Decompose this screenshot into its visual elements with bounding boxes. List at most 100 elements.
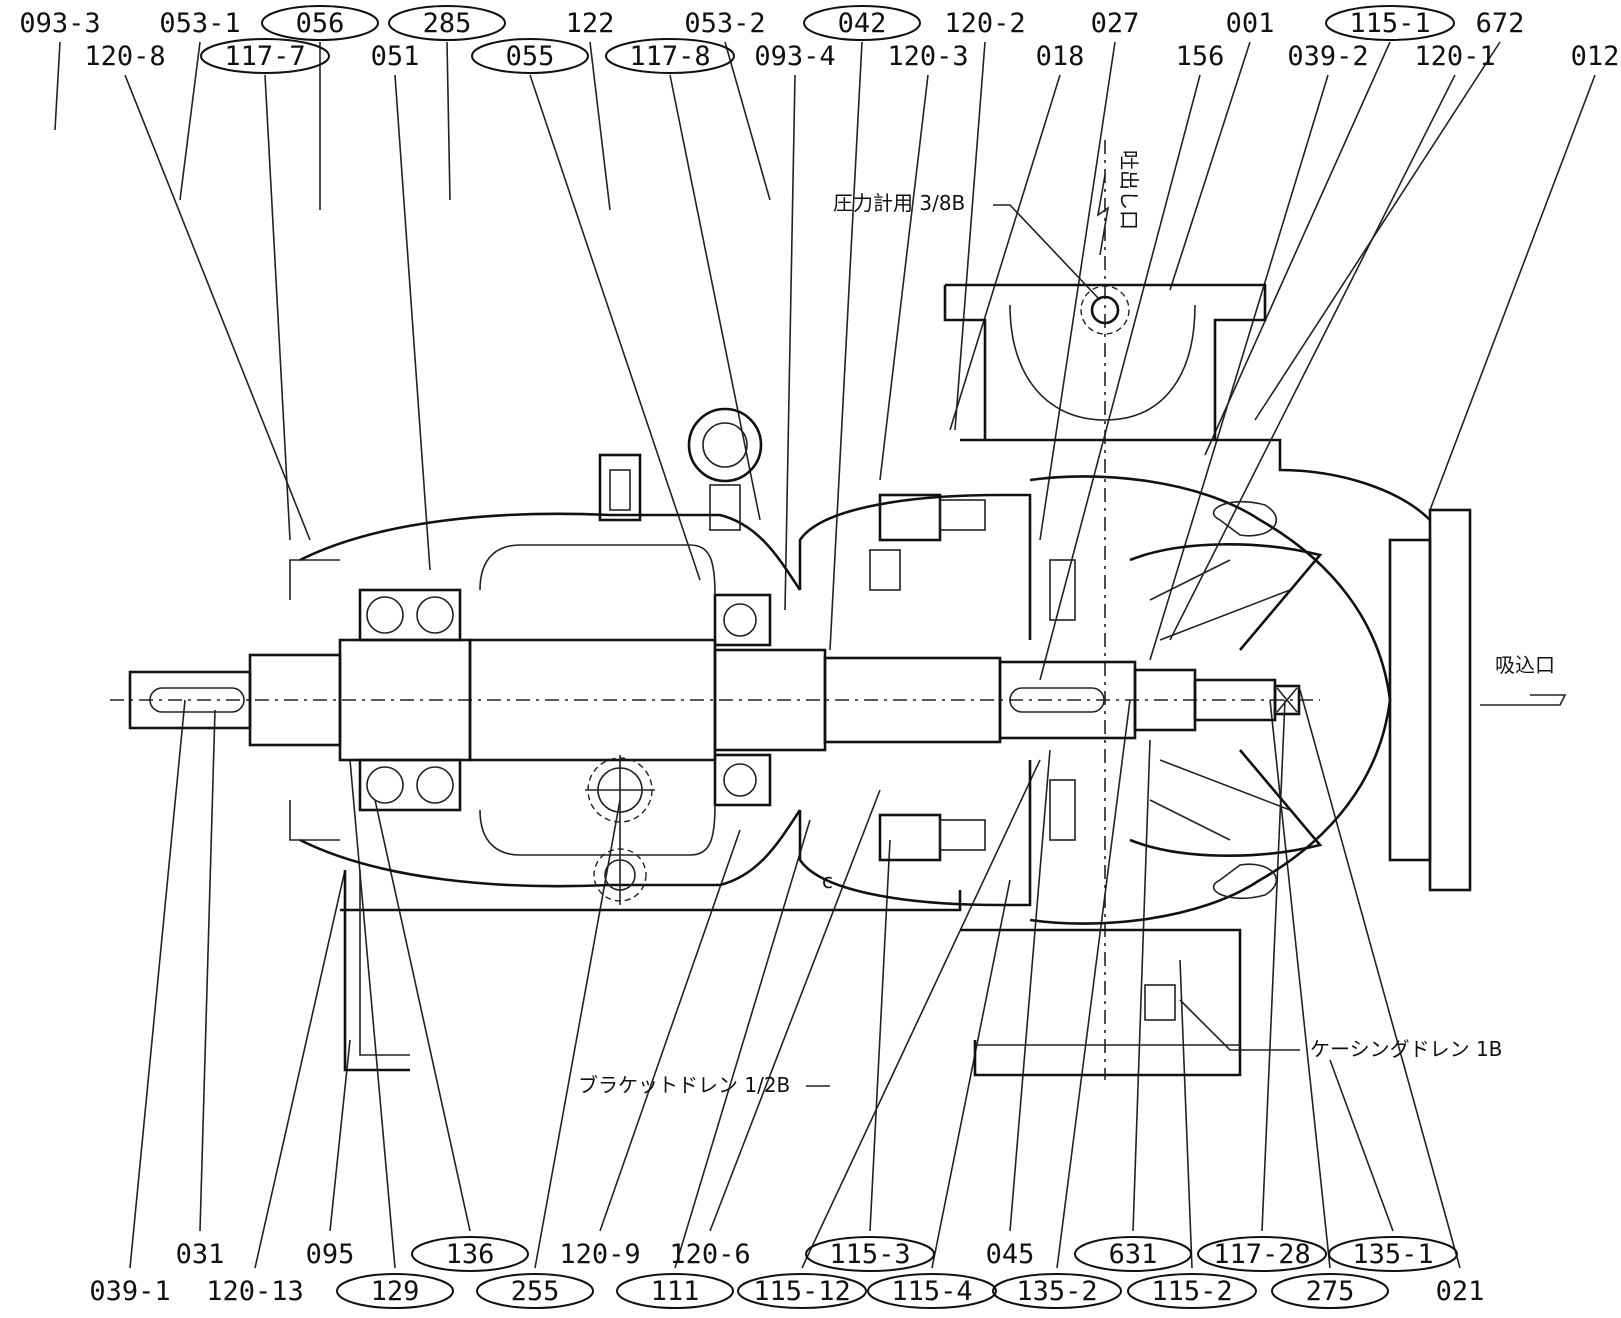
leader-line-120-1 <box>1169 74 1456 641</box>
part-label-ring-111 <box>616 1273 734 1309</box>
leader-line-055 <box>529 74 701 581</box>
part-label-ring-136 <box>411 1236 529 1272</box>
annotations: 圧力計用 3/8B 吐出し口 吸込口 ケーシングドレン 1B ブラケットドレン … <box>578 150 1555 1097</box>
leader-line-117-7 <box>264 74 291 541</box>
part-label-255: 255 <box>511 1276 560 1307</box>
leader-line-136 <box>374 799 471 1232</box>
leader-line-135-1 <box>1329 1059 1394 1232</box>
part-label-093-3: 093-3 <box>19 8 100 39</box>
part-label-120-13: 120-13 <box>206 1276 304 1307</box>
part-label-120-1: 120-1 <box>1414 41 1495 72</box>
leader-line-051 <box>394 74 431 571</box>
part-label-045: 045 <box>986 1239 1035 1270</box>
part-label-120-9: 120-9 <box>559 1239 640 1270</box>
part-label-ring-275 <box>1271 1273 1389 1309</box>
leader-line-115-1 <box>1204 41 1391 456</box>
part-label-111: 111 <box>651 1276 700 1307</box>
part-label-093-4: 093-4 <box>754 41 835 72</box>
leader-line-115-4 <box>931 879 1011 1269</box>
part-label-117-28: 117-28 <box>1213 1239 1311 1270</box>
part-label-053-2: 053-2 <box>684 8 765 39</box>
part-label-018: 018 <box>1036 41 1085 72</box>
pump-assembly <box>110 140 1567 1080</box>
leader-line-120-2 <box>954 41 986 431</box>
leader-line-122 <box>589 41 611 211</box>
leader-line-115-12 <box>801 759 1041 1269</box>
part-label-ring-115-4 <box>867 1273 997 1309</box>
leader-line-045 <box>1009 749 1051 1232</box>
leader-line-053-2 <box>724 41 771 201</box>
part-label-285: 285 <box>423 8 472 39</box>
leader-line-093-3 <box>54 41 61 131</box>
part-label-055: 055 <box>506 41 555 72</box>
discharge-port-note: 吐出し口 <box>1117 150 1141 230</box>
part-label-275: 275 <box>1306 1276 1355 1307</box>
leader-line-001 <box>1169 41 1251 291</box>
part-label-ring-129 <box>336 1273 454 1309</box>
leader-line-012 <box>1429 74 1596 511</box>
part-label-095: 095 <box>306 1239 355 1270</box>
section-mark-c: c <box>822 869 833 893</box>
volute-casing <box>943 283 1472 1077</box>
part-label-056: 056 <box>296 8 345 39</box>
part-label-120-8: 120-8 <box>84 41 165 72</box>
leader-line-053-1 <box>179 41 201 201</box>
leader-line-275 <box>1269 699 1331 1269</box>
part-label-ring-255 <box>476 1273 594 1309</box>
part-label-ring-631 <box>1074 1236 1192 1272</box>
casing-cover <box>798 493 1076 907</box>
part-label-117-8: 117-8 <box>629 41 710 72</box>
part-label-ring-056 <box>261 5 379 41</box>
leader-line-120-8 <box>124 74 311 541</box>
bearings <box>358 588 772 812</box>
part-label-051: 051 <box>371 41 420 72</box>
part-label-012: 012 <box>1571 41 1620 72</box>
leader-line-027 <box>1039 41 1116 541</box>
bracket-drain-pipe <box>343 870 410 1072</box>
leader-line-135-2 <box>1056 699 1131 1269</box>
part-label-672: 672 <box>1476 8 1525 39</box>
part-label-039-1: 039-1 <box>89 1276 170 1307</box>
leader-line-120-6 <box>709 789 881 1232</box>
part-label-115-12: 115-12 <box>753 1276 851 1307</box>
part-label-120-3: 120-3 <box>887 41 968 72</box>
part-label-631: 631 <box>1109 1239 1158 1270</box>
leader-line-255 <box>534 799 621 1269</box>
part-label-021: 021 <box>1436 1276 1485 1307</box>
part-label-129: 129 <box>371 1276 420 1307</box>
bearing-bracket <box>289 407 962 912</box>
part-label-136: 136 <box>446 1239 495 1270</box>
leader-line-115-3 <box>869 839 891 1232</box>
leader-line-042 <box>829 41 863 651</box>
part-label-ring-117-28 <box>1197 1236 1327 1272</box>
part-label-115-2: 115-2 <box>1151 1276 1232 1307</box>
part-label-039-2: 039-2 <box>1287 41 1368 72</box>
leader-line-031 <box>199 709 216 1232</box>
leader-line-672 <box>1254 41 1501 421</box>
leader-line-111 <box>674 819 811 1269</box>
leader-line-095 <box>329 1039 351 1232</box>
leader-line-120-13 <box>254 869 346 1269</box>
part-label-115-4: 115-4 <box>891 1276 972 1307</box>
part-label-ring-115-2 <box>1127 1273 1257 1309</box>
shaft <box>128 638 1301 762</box>
leader-line-039-1 <box>129 699 186 1269</box>
part-label-ring-115-1 <box>1325 5 1455 41</box>
leader-line-039-2 <box>1149 74 1329 661</box>
part-label-120-2: 120-2 <box>944 8 1025 39</box>
part-label-031: 031 <box>176 1239 225 1270</box>
part-label-042: 042 <box>838 8 887 39</box>
part-label-120-6: 120-6 <box>669 1239 750 1270</box>
leader-line-117-28 <box>1261 699 1286 1232</box>
part-label-ring-135-2 <box>992 1273 1122 1309</box>
part-label-ring-115-3 <box>805 1236 935 1272</box>
leader-line-018 <box>949 74 1061 431</box>
part-label-122: 122 <box>566 8 615 39</box>
leader-line-631 <box>1132 739 1151 1232</box>
part-label-115-3: 115-3 <box>829 1239 910 1270</box>
part-label-053-1: 053-1 <box>159 8 240 39</box>
leader-line-156 <box>1039 74 1201 681</box>
part-label-156: 156 <box>1176 41 1225 72</box>
